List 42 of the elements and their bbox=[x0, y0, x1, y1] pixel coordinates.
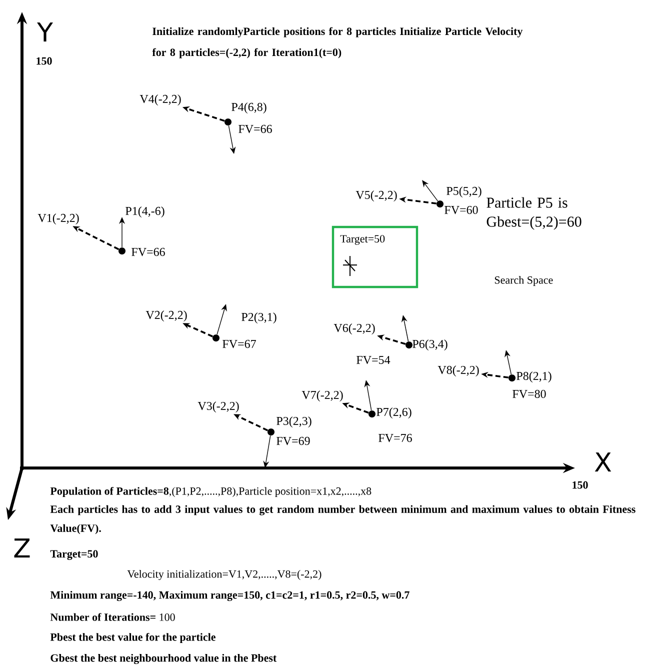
particle-label: P8(2,1) bbox=[516, 372, 552, 382]
velocity-label: V1(-2,2) bbox=[38, 214, 79, 224]
particle-label: FV=66 bbox=[132, 248, 165, 256]
velocity-label: V5(-2,2) bbox=[356, 190, 397, 202]
particle-label: P5(5,2) bbox=[446, 186, 482, 198]
axis-letter: Y bbox=[37, 22, 53, 42]
title: Initialize randomlyParticle positions for 8 particles Initialize Particle Velocity for 8 particles=(-2,2) for Iteration1(t=0) bbox=[152, 27, 523, 58]
velocity-label: V7(-2,2) bbox=[302, 390, 343, 402]
note-line: Minimum range=-140, Maximum range=150, c1=c2=1, r1=0.5, r2=0.5, w=0.7 bbox=[50, 590, 410, 602]
arrow bbox=[422, 180, 438, 202]
note: Particle P5 is Gbest=(5,2)=60 bbox=[486, 197, 582, 230]
particle-label: FV=66 bbox=[238, 124, 272, 134]
velocity-label: V6(-2,2) bbox=[334, 324, 375, 334]
velocity-label: V4(-2,2) bbox=[140, 94, 181, 106]
particle-label: FV=60 bbox=[444, 206, 478, 214]
axis-letter: X bbox=[594, 452, 612, 472]
velocity-label: V3(-2,2) bbox=[198, 402, 239, 412]
particle-label: P4(6,8) bbox=[232, 102, 266, 114]
particle-label: P1(4,-6) bbox=[126, 206, 164, 218]
note-line: Target=50 bbox=[50, 550, 98, 560]
note-line: Population of Particles=8,(P1,P2,.....,P8),Particle position=x1,x2,.....,x8 bbox=[50, 486, 372, 498]
velocity-label: V8(-2,2) bbox=[438, 366, 479, 376]
axis-value: 150 bbox=[36, 57, 52, 65]
note-line: Each particles has to add 3 input values to get random number between minimum and maximum values to obtain Fitness Value(FV). bbox=[50, 505, 636, 534]
particle-label: FV=54 bbox=[356, 356, 390, 364]
note-line: Gbest the best neighbourhood value in the Pbest bbox=[50, 654, 277, 664]
note-line: Pbest the best value for the particle bbox=[50, 632, 216, 644]
particle-label: P3(2,3) bbox=[276, 416, 312, 428]
particle-label: P2(3,1) bbox=[242, 312, 276, 324]
area-label: Search Space bbox=[494, 276, 553, 286]
axis-value: 150 bbox=[572, 481, 588, 489]
particle-label: FV=67 bbox=[222, 340, 256, 348]
note-line: Velocity initialization=V1,V2,.....,V8=(-2,2) bbox=[127, 570, 322, 580]
note-line: Number of Iterations= 100 bbox=[50, 613, 175, 621]
particle-label: P6(3,4) bbox=[412, 340, 448, 350]
axis-letter: Z bbox=[14, 538, 30, 558]
particle-label: FV=69 bbox=[276, 436, 310, 446]
velocity-label: V2(-2,2) bbox=[146, 310, 187, 322]
particle-label: FV=80 bbox=[512, 390, 546, 398]
target-box: Target=50 bbox=[332, 226, 418, 288]
particle-label: P7(2,6) bbox=[376, 408, 412, 418]
particle-label: FV=76 bbox=[378, 434, 412, 442]
